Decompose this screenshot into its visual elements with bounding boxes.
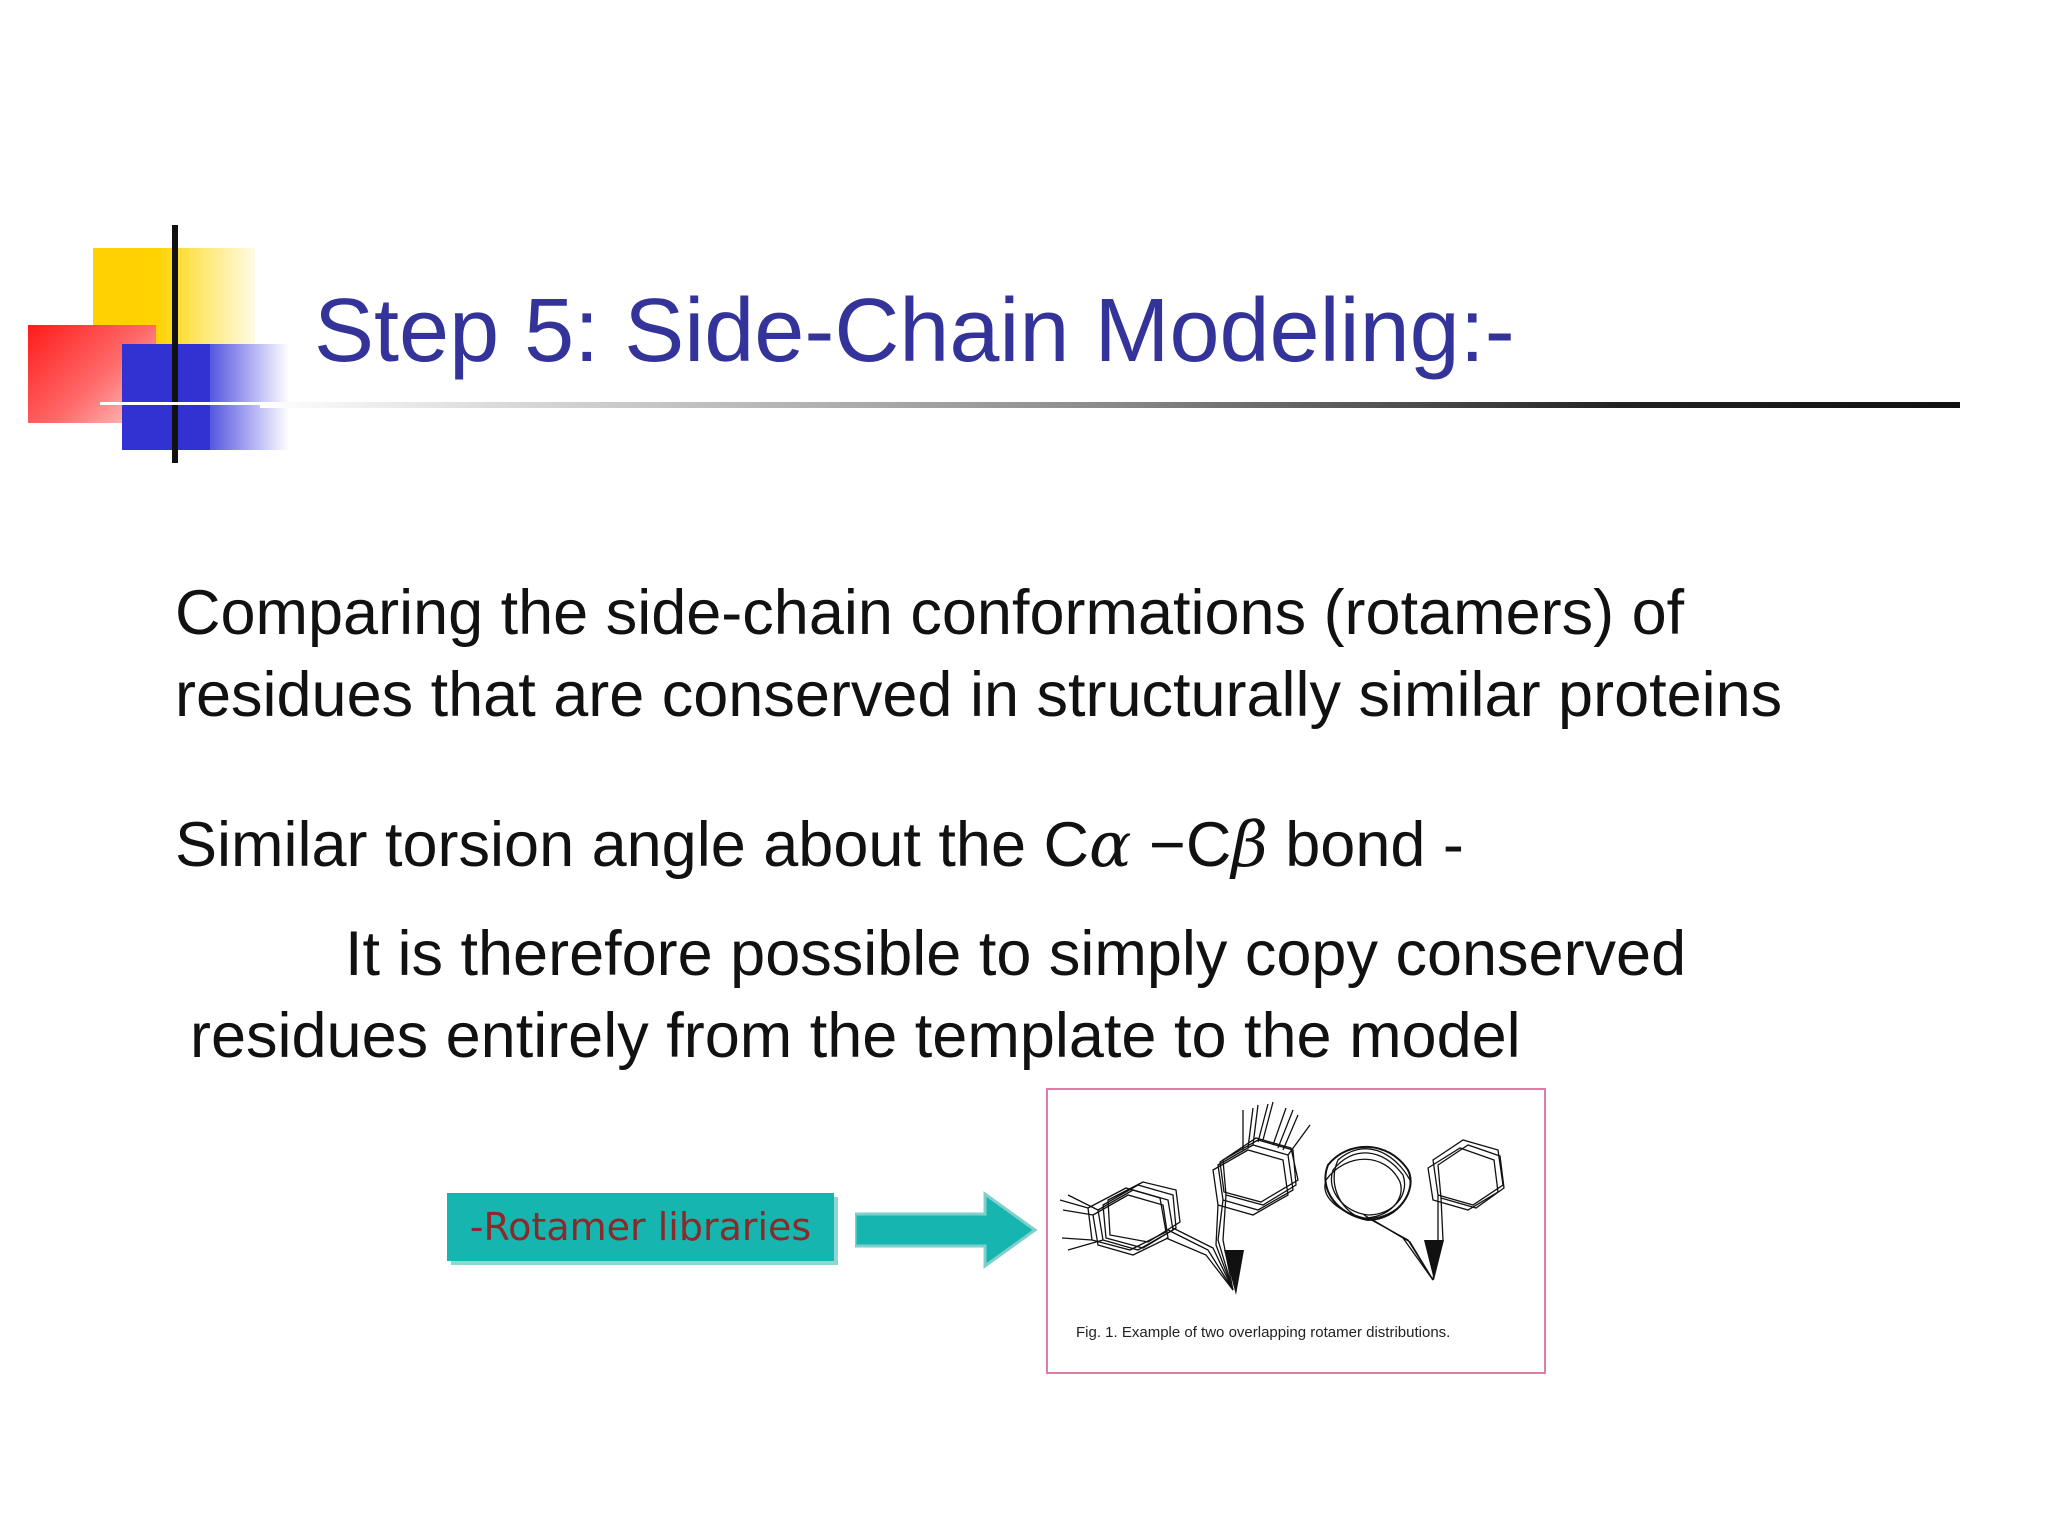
paragraph-copy-line-2: residues entirely from the template to t… bbox=[190, 1001, 1521, 1071]
title-underline bbox=[260, 402, 1960, 408]
beta-symbol: β bbox=[1231, 808, 1268, 881]
rotamer-distribution-image bbox=[1059, 1101, 1505, 1295]
paragraph-rotamers: Comparing the side-chain conformations (… bbox=[175, 572, 1782, 736]
torsion-text-mid: −C bbox=[1131, 810, 1232, 880]
torsion-text-suffix: bond - bbox=[1267, 810, 1464, 880]
decor-white-line bbox=[100, 402, 260, 405]
paragraph-copy-line-1: It is therefore possible to simply copy … bbox=[345, 919, 1687, 989]
decor-vertical-line bbox=[172, 225, 178, 463]
alpha-symbol: α bbox=[1089, 808, 1132, 881]
decor-blue-square-solid bbox=[122, 344, 210, 450]
paragraph-torsion-angle: Similar torsion angle about the Cα −Cβ b… bbox=[175, 804, 1464, 886]
paragraph-rotamers-line-1: Comparing the side-chain conformations (… bbox=[175, 578, 1685, 648]
right-arrow-icon bbox=[855, 1191, 1038, 1269]
rotamer-libraries-label: -Rotamer libraries bbox=[447, 1193, 834, 1261]
paragraph-copy-residues: It is therefore possible to simply copy … bbox=[190, 913, 1686, 1077]
torsion-text-prefix: Similar torsion angle about the C bbox=[175, 810, 1089, 880]
figure-caption: Fig. 1. Example of two overlapping rotam… bbox=[1076, 1324, 1451, 1341]
rotamer-figure: Fig. 1. Example of two overlapping rotam… bbox=[1046, 1088, 1546, 1374]
paragraph-rotamers-line-2: residues that are conserved in structura… bbox=[175, 660, 1783, 730]
slide-title: Step 5: Side-Chain Modeling:- bbox=[314, 281, 1515, 381]
